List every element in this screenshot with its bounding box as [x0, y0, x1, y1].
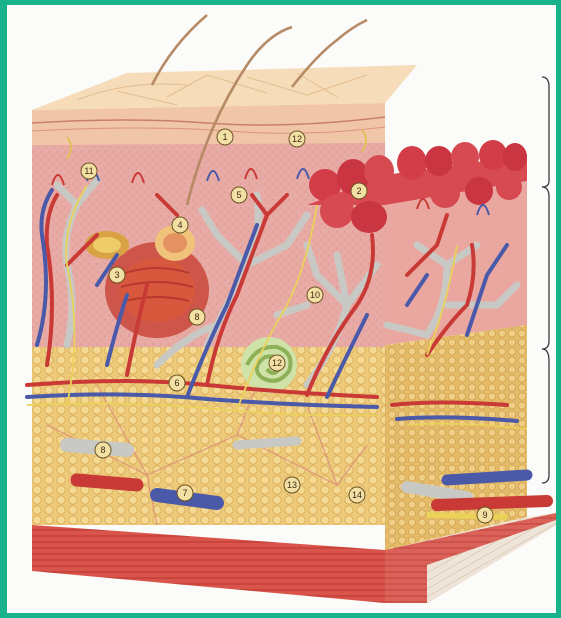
callout-1-label: 1 [222, 132, 227, 142]
dermis-bracket [542, 187, 549, 349]
callout-10-label: 10 [310, 290, 320, 300]
muscle-front [32, 525, 385, 603]
callout-1: 1 [217, 129, 233, 145]
callout-10: 10 [307, 287, 323, 303]
callout-2-label: 2 [356, 186, 361, 196]
callout-9: 9 [477, 507, 493, 523]
callout-8a: 8 [189, 309, 205, 325]
callout-8a-label: 8 [194, 312, 199, 322]
hypodermis-bracket [542, 349, 549, 483]
callout-2: 2 [351, 183, 367, 199]
callout-9-label: 9 [482, 510, 487, 520]
callout-7-label: 7 [182, 488, 187, 498]
callout-4-label: 4 [177, 220, 182, 230]
callout-8b-label: 8 [100, 445, 105, 455]
callout-14-label: 14 [352, 490, 362, 500]
callout-3: 3 [109, 267, 125, 283]
callout-11-label: 11 [84, 166, 93, 176]
callout-12b-label: 12 [272, 358, 282, 368]
callout-12b: 12 [269, 355, 285, 371]
callout-13: 13 [284, 477, 300, 493]
callout-8b: 8 [95, 442, 111, 458]
callout-5-label: 5 [236, 190, 241, 200]
callout-13-label: 13 [287, 480, 297, 490]
callout-4: 4 [172, 217, 188, 233]
callout-6: 6 [169, 375, 185, 391]
callout-7: 7 [177, 485, 193, 501]
callout-12a: 12 [289, 131, 305, 147]
callout-5: 5 [231, 187, 247, 203]
callout-11: 11 [81, 163, 97, 179]
epidermis-bracket [542, 77, 549, 187]
callout-3-label: 3 [114, 270, 119, 280]
callout-12a-label: 12 [292, 134, 302, 144]
callout-6-label: 6 [174, 378, 179, 388]
callout-14: 14 [349, 487, 365, 503]
